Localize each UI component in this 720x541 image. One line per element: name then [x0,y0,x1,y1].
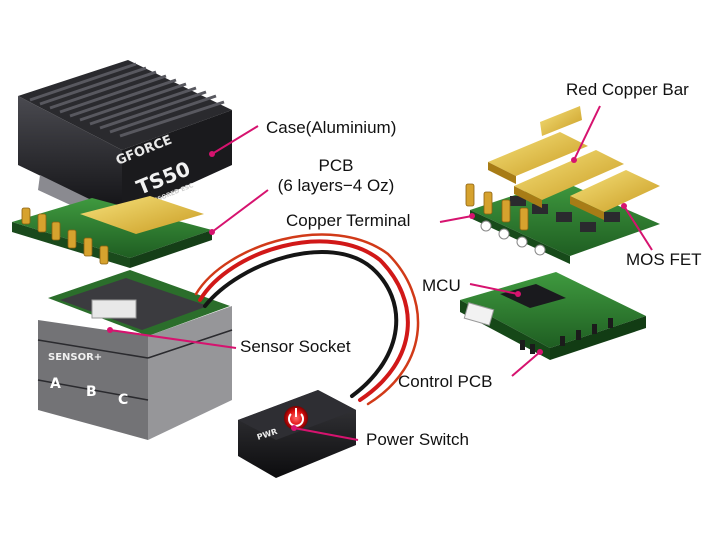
leader-power-switch [293,427,359,441]
leader-mcu [469,283,519,295]
leader-copper-terminal [439,215,473,223]
motor-pad-a: A [50,376,61,392]
leader-case [211,125,259,155]
label-sensor-socket: Sensor Socket [240,337,351,356]
leader-mos-fet [623,205,653,251]
label-power-switch: Power Switch [366,430,469,449]
mcu-chip [500,284,566,308]
control-pcb-board [460,272,646,360]
leader-sensor-socket [109,329,237,349]
label-red-copper-bar: Red Copper Bar [566,80,689,99]
leader-lines [109,105,653,441]
leader-red-copper-bar [573,105,601,161]
label-control-pcb: Control PCB [398,372,493,391]
label-mcu: MCU [422,276,461,295]
sensor-socket-connector [91,299,137,319]
label-pcb-title: PCB [318,156,354,175]
label-mos-fet: MOS FET [626,250,702,269]
sensor-port-label: SENSOR+ [48,352,102,363]
leader-endpoints [107,151,627,431]
fet-board-with-copper-bars [465,106,660,264]
leader-control-pcb [511,351,541,377]
power-switch-cable [194,233,420,406]
motor-pad-c: C [118,392,128,408]
label-case: Case(Aluminium) [266,118,397,137]
label-pcb-spec: (6 layers−4 Oz) [277,176,395,195]
motor-pad-b: B [86,384,97,400]
esc-lower-housing: SENSOR+ A B C [37,270,233,440]
leader-pcb [211,189,269,233]
label-pcb: PCB (6 layers−4 Oz) [270,156,402,196]
red-copper-bars [488,106,660,220]
power-pcb-board [12,196,212,268]
power-switch-module: PWR [238,390,356,478]
label-copper-terminal: Copper Terminal [286,211,411,230]
